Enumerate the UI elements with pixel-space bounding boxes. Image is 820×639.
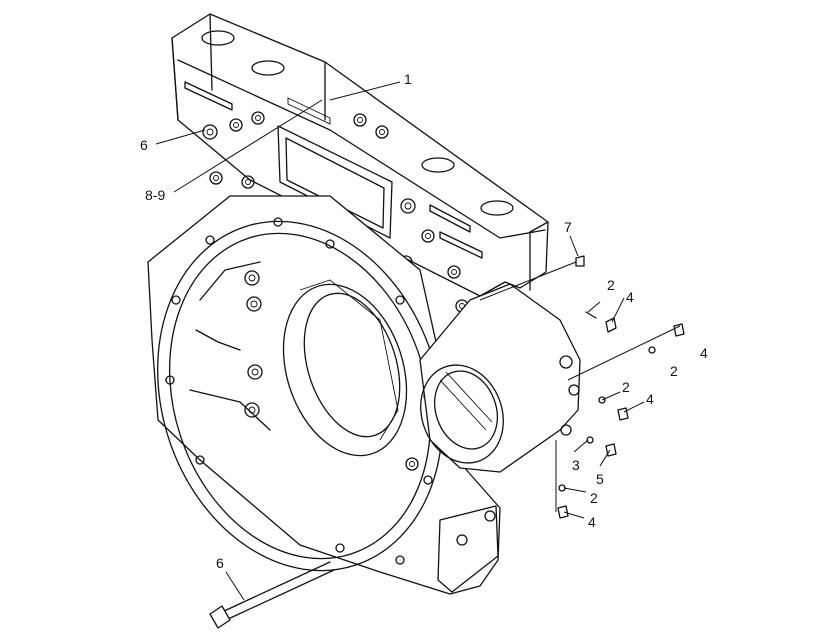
callout-6-lower: 6 xyxy=(216,555,224,571)
callout-2-upper: 2 xyxy=(607,277,615,293)
callout-2-lower: 2 xyxy=(590,490,598,506)
callout-2-mid: 2 xyxy=(622,379,630,395)
callout-4-mid: 4 xyxy=(646,391,654,407)
callout-3: 3 xyxy=(572,457,580,473)
callout-4-lower: 4 xyxy=(588,514,596,530)
callout-labels: 1 6 8-9 7 2 4 4 2 2 4 3 5 2 4 6 xyxy=(140,71,708,571)
callout-2-right: 2 xyxy=(670,363,678,379)
hardware xyxy=(209,255,685,629)
callout-1: 1 xyxy=(404,71,412,87)
leader-lines xyxy=(155,81,681,601)
engine-block xyxy=(171,13,549,313)
callout-5: 5 xyxy=(596,471,604,487)
callout-6-upper: 6 xyxy=(140,137,148,153)
callout-4-right: 4 xyxy=(700,345,708,361)
callout-4-upper: 4 xyxy=(626,289,634,305)
callout-7: 7 xyxy=(564,219,572,235)
rear-cover xyxy=(419,283,581,473)
callout-8-9: 8-9 xyxy=(145,187,165,203)
